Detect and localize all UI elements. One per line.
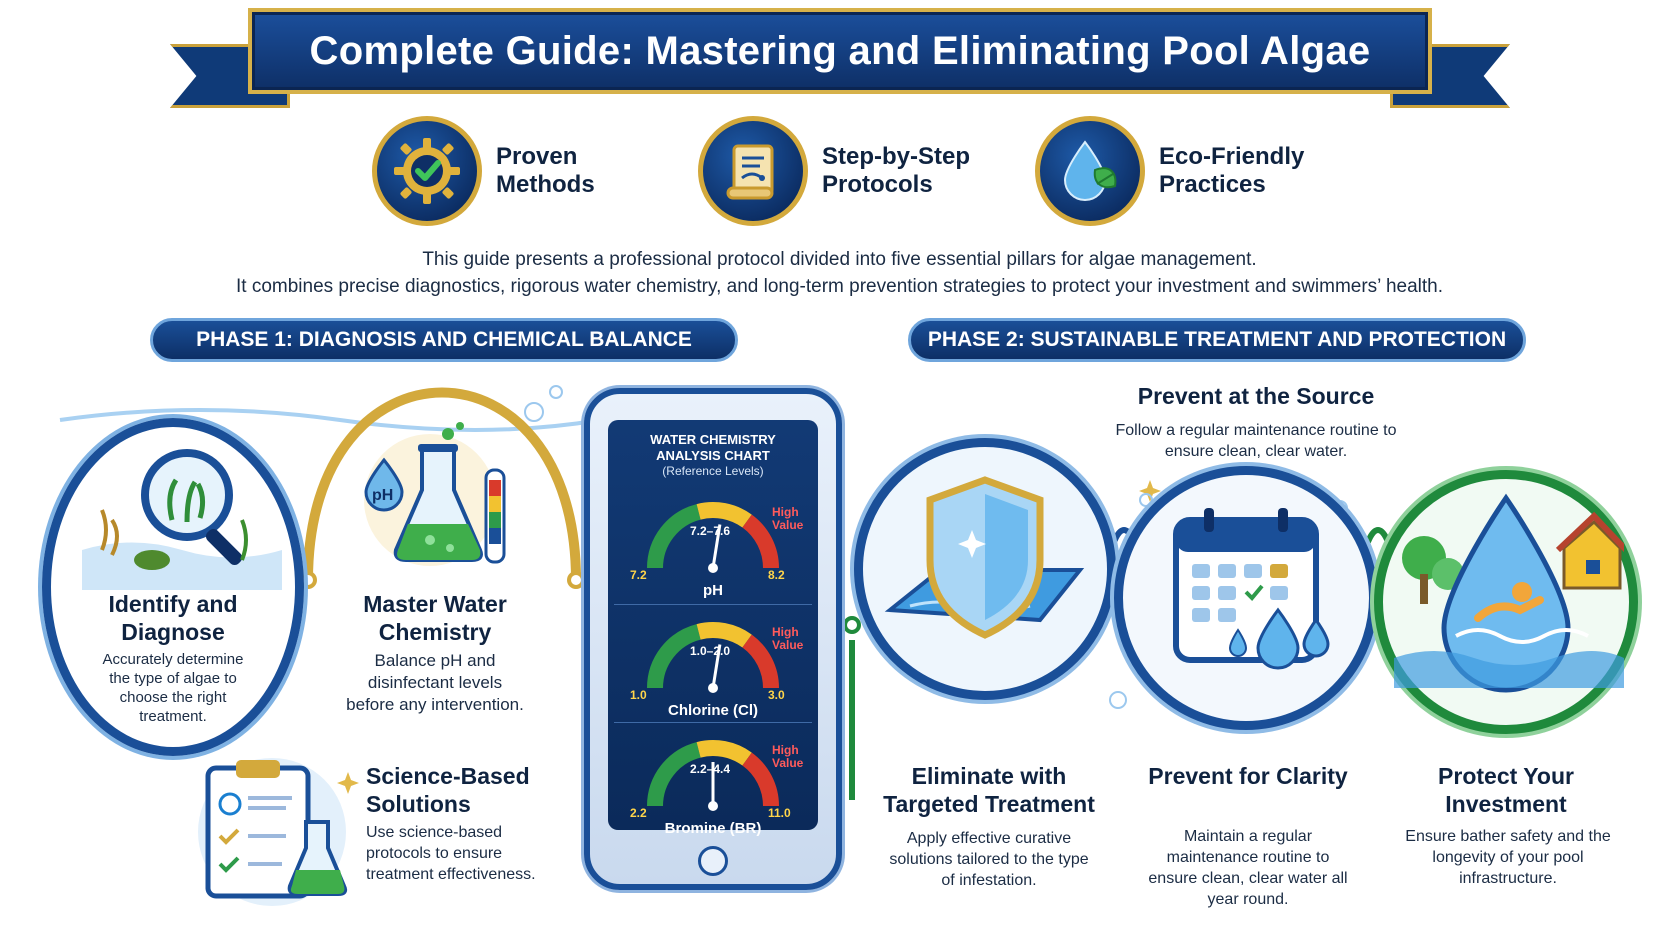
chemistry-chart-screen: WATER CHEMISTRY ANALYSIS CHART (Referenc… [608, 420, 818, 837]
gauge-zone-target [696, 740, 752, 766]
gauge-zone-high [742, 634, 779, 689]
gauge-zone-low [647, 742, 701, 807]
gauge-dial [647, 740, 779, 811]
magnifier-algae-icon [82, 440, 282, 595]
gauge-zone-target [696, 622, 752, 648]
gauge-max: 3.0 [768, 688, 785, 702]
page-title: Complete Guide: Mastering and Eliminatin… [309, 28, 1371, 73]
gauge-separator [614, 604, 812, 605]
feature-label: Proven Methods [496, 143, 595, 198]
chart-title-line-2: ANALYSIS CHART [656, 448, 770, 463]
gauge-name: Bromine (BR) [664, 820, 762, 837]
gauge-zone-high [742, 752, 779, 807]
gauge-needle [711, 644, 722, 689]
intro-line-2: It combines precise diagnostics, rigorou… [235, 276, 1444, 297]
science-title: Science-Based Solutions [366, 763, 530, 817]
clarity-desc: Maintain a regular maintenance routine t… [1148, 828, 1348, 908]
phase-1-label: PHASE 1: DIAGNOSIS AND CHEMICAL BALANCE [150, 318, 738, 362]
protect-desc: Ensure bather safety and the longevity o… [1405, 828, 1611, 887]
chart-subtitle: (Reference Levels) [662, 464, 764, 478]
gauge-name: pH [703, 582, 723, 599]
eliminate-desc: Apply effective curative solutions tailo… [889, 830, 1089, 889]
gauge-zone-high [742, 514, 779, 569]
chart-title: WATER CHEMISTRY ANALYSIS CHART [608, 432, 818, 464]
gauge-min: 1.0 [630, 688, 647, 702]
title-banner: Complete Guide: Mastering and Eliminatin… [170, 8, 1510, 118]
shield-pool-icon [880, 470, 1090, 675]
feature-proven-methods: Proven Methods [372, 116, 666, 226]
gauge-dial [647, 622, 779, 693]
gauge-hub [708, 563, 718, 573]
banner: Complete Guide: Mastering and Eliminatin… [248, 8, 1432, 94]
phase-2-label: PHASE 2: SUSTAINABLE TREATMENT AND PROTE… [908, 318, 1526, 362]
gauge-zone-low [647, 624, 701, 689]
clipboard-flask-icon [196, 752, 356, 917]
intro-line-1: This guide presents a professional proto… [422, 249, 1257, 270]
gauge-hub [708, 683, 718, 693]
clarity-title: Prevent for Clarity [1148, 763, 1348, 789]
feature-label: Step-by-Step Protocols [822, 143, 971, 198]
svg-text:pH: pH [372, 487, 393, 504]
phone-home-button [698, 846, 728, 876]
gauge-hub [708, 801, 718, 811]
prevent-source-desc: Follow a regular maintenance routine to … [1115, 422, 1397, 460]
gauge-range: 2.2–4.4 [689, 762, 731, 776]
scroll-icon [698, 116, 808, 226]
prevent-source-title: Prevent at the Source [1137, 383, 1375, 409]
feature-label: Eco-Friendly Practices [1159, 143, 1305, 198]
gauge-name: Chlorine (Cl) [668, 702, 758, 719]
chemistry-title: Master Water Chemistry [363, 591, 507, 645]
identify-desc: Accurately determine the type of algae t… [102, 651, 244, 725]
gear-check-icon [372, 116, 482, 226]
feature-step-by-step: Step-by-Step Protocols [698, 116, 992, 226]
feature-eco-friendly: Eco-Friendly Practices [1035, 116, 1329, 226]
identify-card-ring [42, 418, 304, 756]
gauge-zone-target [696, 502, 752, 528]
phone-device: WATER CHEMISTRY ANALYSIS CHART (Referenc… [584, 388, 842, 890]
gauge-range: 1.0–2.0 [689, 644, 731, 658]
eliminate-title: Eliminate with Targeted Treatment [883, 763, 1095, 817]
gauge-needle [711, 524, 722, 569]
gauge-min: 2.2 [630, 806, 647, 820]
calendar-drops-icon [1168, 500, 1338, 685]
gauge-separator [614, 722, 812, 723]
swimmer-drop-house-icon [1394, 488, 1629, 723]
gauge-max: 11.0 [768, 806, 791, 820]
gauge-range: 7.2–7.6 [689, 524, 731, 538]
flask-ph-icon: pH [360, 420, 520, 585]
gauge-min: 7.2 [630, 568, 647, 582]
science-desc: Use science-based protocols to ensure tr… [366, 824, 536, 883]
intro-text: This guide presents a professional proto… [0, 246, 1679, 300]
chemistry-desc: Balance pH and disinfectant levels befor… [346, 651, 524, 714]
identify-title: Identify and Diagnose [108, 591, 238, 645]
gauge-zone-low [647, 504, 701, 569]
chart-title-line-1: WATER CHEMISTRY [650, 432, 776, 447]
gauge-dial [647, 502, 779, 573]
protect-title: Protect Your Investment [1438, 763, 1574, 817]
gauge-max: 8.2 [768, 568, 785, 582]
water-drop-leaf-icon [1035, 116, 1145, 226]
